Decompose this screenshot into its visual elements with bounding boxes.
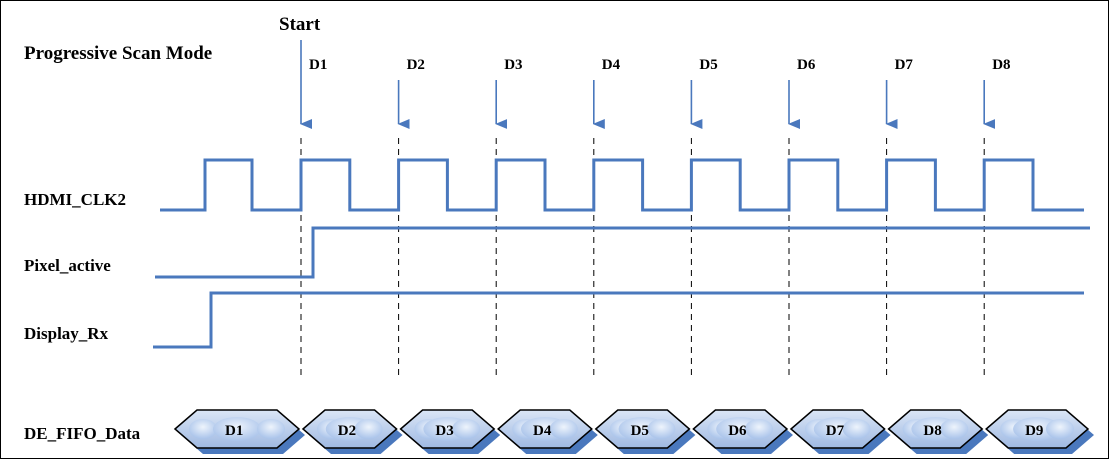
signal-label-display-rx: Display_Rx — [24, 324, 109, 343]
fifo-segment-bubble — [1046, 419, 1074, 439]
fifo-data-segment: D2 — [301, 409, 403, 454]
fifo-segment-bubble — [940, 419, 969, 439]
fifo-segment-label: D4 — [533, 423, 552, 439]
fifo-segment-label: D1 — [225, 423, 243, 439]
fifo-segment-label: D5 — [631, 423, 649, 439]
fifo-segment-label: D3 — [435, 423, 453, 439]
fifo-segment-label: D2 — [338, 423, 356, 439]
fifo-segment-label: D9 — [1025, 423, 1043, 439]
fifo-data-segment: D1 — [173, 409, 305, 454]
hdmi-clk2-waveform — [160, 158, 1084, 212]
fifo-data-segment: D3 — [399, 409, 501, 454]
display-rx-waveform — [153, 291, 1084, 349]
start-label: Start — [279, 14, 321, 35]
fifo-segment-bubble — [842, 419, 871, 439]
diagram-title: Progressive Scan Mode — [24, 43, 212, 64]
de-fifo-data-bus: D1 D2 D3 D4 D5 D6 D7 D8 D9 — [173, 409, 1094, 454]
signal-label-pixel-active: Pixel_active — [24, 256, 111, 275]
marker-label: D3 — [504, 57, 522, 73]
fifo-segment-bubble — [647, 419, 676, 439]
fifo-data-segment: D5 — [594, 409, 696, 454]
fifo-segment-bubble — [354, 419, 383, 439]
marker-label: D4 — [602, 57, 621, 73]
fifo-segment-bubble — [189, 419, 217, 439]
fifo-segment-label: D7 — [826, 423, 845, 439]
marker-label: D1 — [309, 57, 327, 73]
waveforms-layer — [153, 158, 1090, 349]
fifo-data-segment: D4 — [497, 409, 598, 454]
pixel-active-waveform — [155, 226, 1090, 279]
signal-label-de-fifo-data: DE_FIFO_Data — [24, 424, 141, 443]
marker-label: D7 — [895, 57, 914, 73]
fifo-segment-bubble — [452, 419, 481, 439]
fifo-data-segment: D6 — [692, 409, 793, 454]
fifo-segment-label: D6 — [728, 423, 747, 439]
fifo-data-segment: D8 — [887, 409, 989, 454]
fifo-segment-bubble — [213, 417, 261, 441]
fifo-data-segment: D9 — [985, 409, 1094, 454]
signal-label-hdmi-clk2: HDMI_CLK2 — [24, 190, 126, 209]
fifo-data-segment: D7 — [789, 409, 891, 454]
marker-label: D2 — [407, 57, 425, 73]
fifo-segment-bubble — [549, 419, 578, 439]
marker-label: D8 — [992, 57, 1010, 73]
fifo-segment-bubble — [257, 419, 285, 439]
fifo-segment-bubble — [745, 419, 773, 439]
markers-layer: D1 D2 D3 D4 D5 D6 D7 D8 — [300, 40, 1011, 378]
marker-label: D5 — [699, 57, 717, 73]
fifo-segment-label: D8 — [923, 423, 941, 439]
marker-label: D6 — [797, 57, 816, 73]
